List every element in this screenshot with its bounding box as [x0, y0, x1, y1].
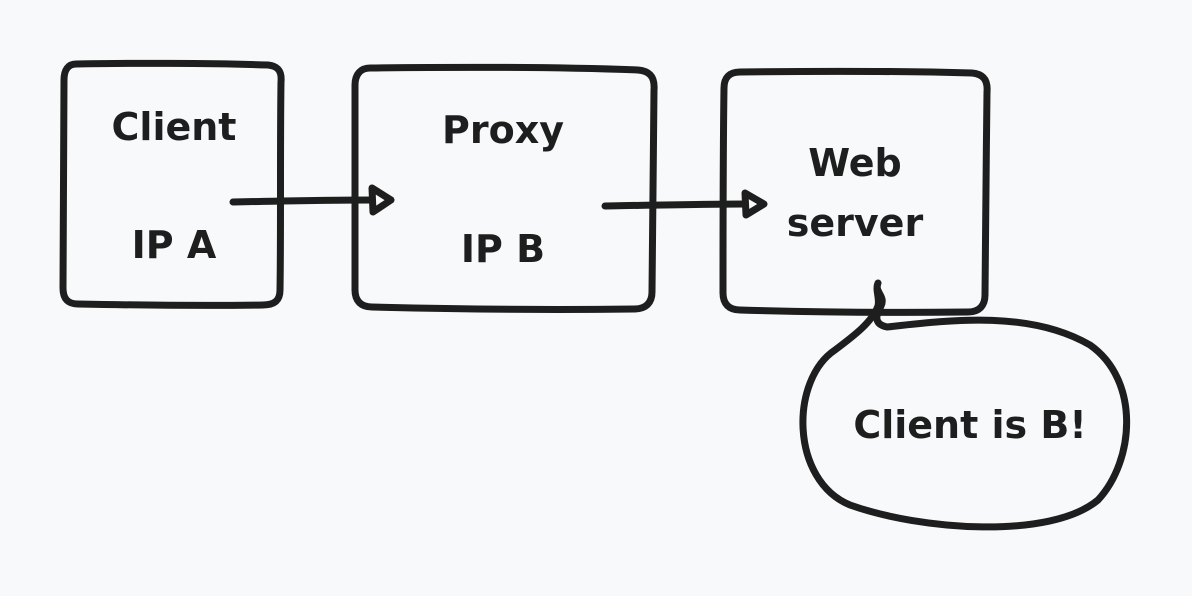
client-ip-label: IP A	[132, 223, 217, 267]
callout-bubble: Client is B!	[799, 279, 1131, 531]
proxy-ip-label: IP B	[461, 227, 545, 271]
web-server-node: Web server	[719, 67, 991, 316]
arrow-head	[368, 184, 395, 216]
proxy-box	[351, 63, 658, 313]
web-server-box	[719, 67, 991, 316]
arrow-shaft	[601, 200, 749, 210]
web-server-title-line2: server	[787, 201, 924, 245]
web-server-title-line1: Web	[808, 141, 902, 185]
arrow-head	[741, 189, 768, 219]
callout-text: Client is B!	[853, 403, 1086, 447]
proxy-title: Proxy	[442, 108, 564, 152]
arrow-proxy-to-web-server	[601, 189, 768, 219]
client-node: Client IP A	[59, 59, 285, 309]
proxy-node: Proxy IP B	[351, 63, 658, 313]
callout-outline	[799, 279, 1131, 531]
arrow-client-to-proxy	[229, 184, 395, 216]
client-title: Client	[112, 105, 237, 149]
arrow-shaft	[229, 196, 376, 206]
client-box	[59, 59, 285, 309]
